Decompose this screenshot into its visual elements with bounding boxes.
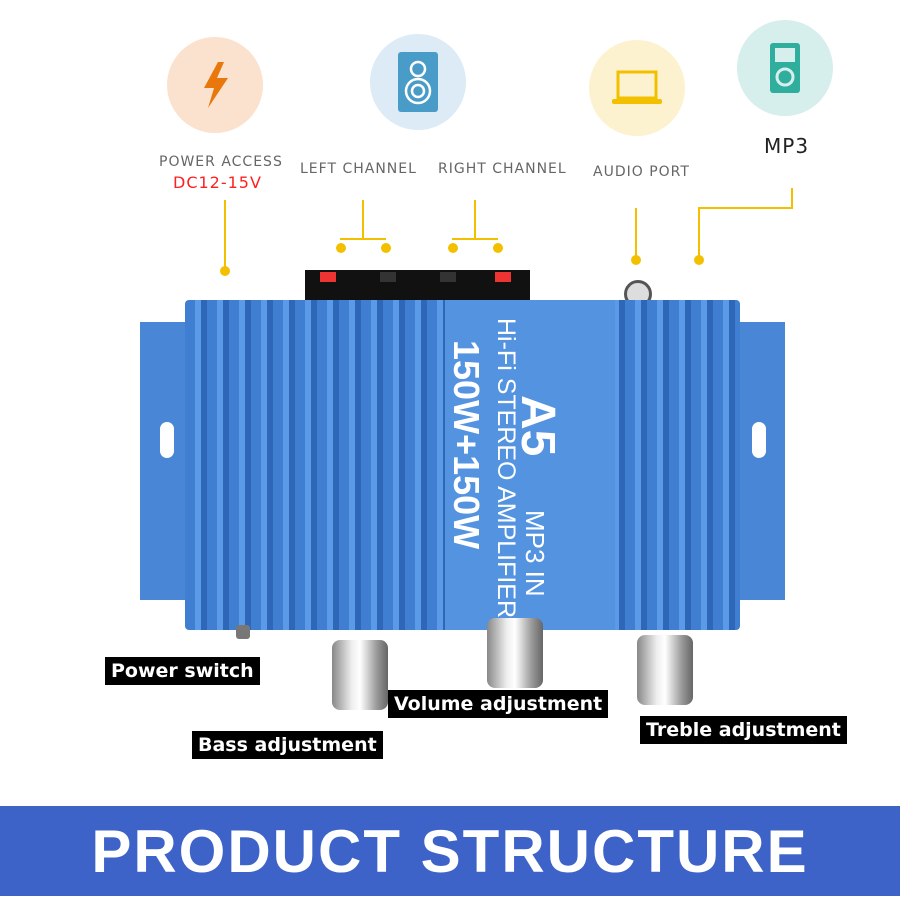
power-rating-text: 150W+150W: [446, 340, 487, 550]
laptop-icon: [612, 70, 662, 104]
title-banner: PRODUCT STRUCTURE: [0, 806, 900, 896]
volume-callout: Volume adjustment: [388, 690, 609, 718]
bass-knob[interactable]: [332, 640, 388, 710]
speaker-terminals: [305, 270, 530, 302]
power-switch[interactable]: [236, 625, 250, 639]
laptop-icon-circle: [589, 40, 685, 136]
power-switch-callout: Power switch: [105, 657, 260, 685]
speaker-icon-circle: [370, 34, 466, 130]
power-voltage-label: DC12-15V: [173, 173, 262, 192]
audio-port-label: AUDIO PORT: [593, 164, 690, 180]
treble-knob[interactable]: [637, 635, 693, 705]
banner-title: PRODUCT STRUCTURE: [91, 817, 809, 885]
power-access-label: POWER ACCESS: [159, 154, 283, 170]
left-channel-label: LEFT CHANNEL: [300, 161, 417, 177]
amplifier-front-label-panel: A5 MP3 IN Hi-Fi STEREO AMPLIFIER 150W+15…: [445, 300, 615, 630]
volume-knob[interactable]: [487, 618, 543, 688]
mp3-player-icon: [770, 43, 800, 93]
bass-callout: Bass adjustment: [192, 731, 383, 759]
treble-callout: Treble adjustment: [640, 716, 847, 744]
mp3-icon-circle: [737, 20, 833, 116]
left-mounting-flange: [140, 322, 185, 600]
power-icon-circle: [167, 37, 263, 133]
right-mounting-flange: [740, 322, 785, 600]
product-name-text: Hi-Fi STEREO AMPLIFIER: [492, 318, 520, 619]
mp3-label: MP3: [764, 134, 810, 158]
lightning-icon: [204, 62, 228, 108]
speaker-icon: [398, 52, 438, 112]
mp3-in-text: MP3 IN: [520, 510, 550, 597]
right-channel-label: RIGHT CHANNEL: [438, 161, 567, 177]
